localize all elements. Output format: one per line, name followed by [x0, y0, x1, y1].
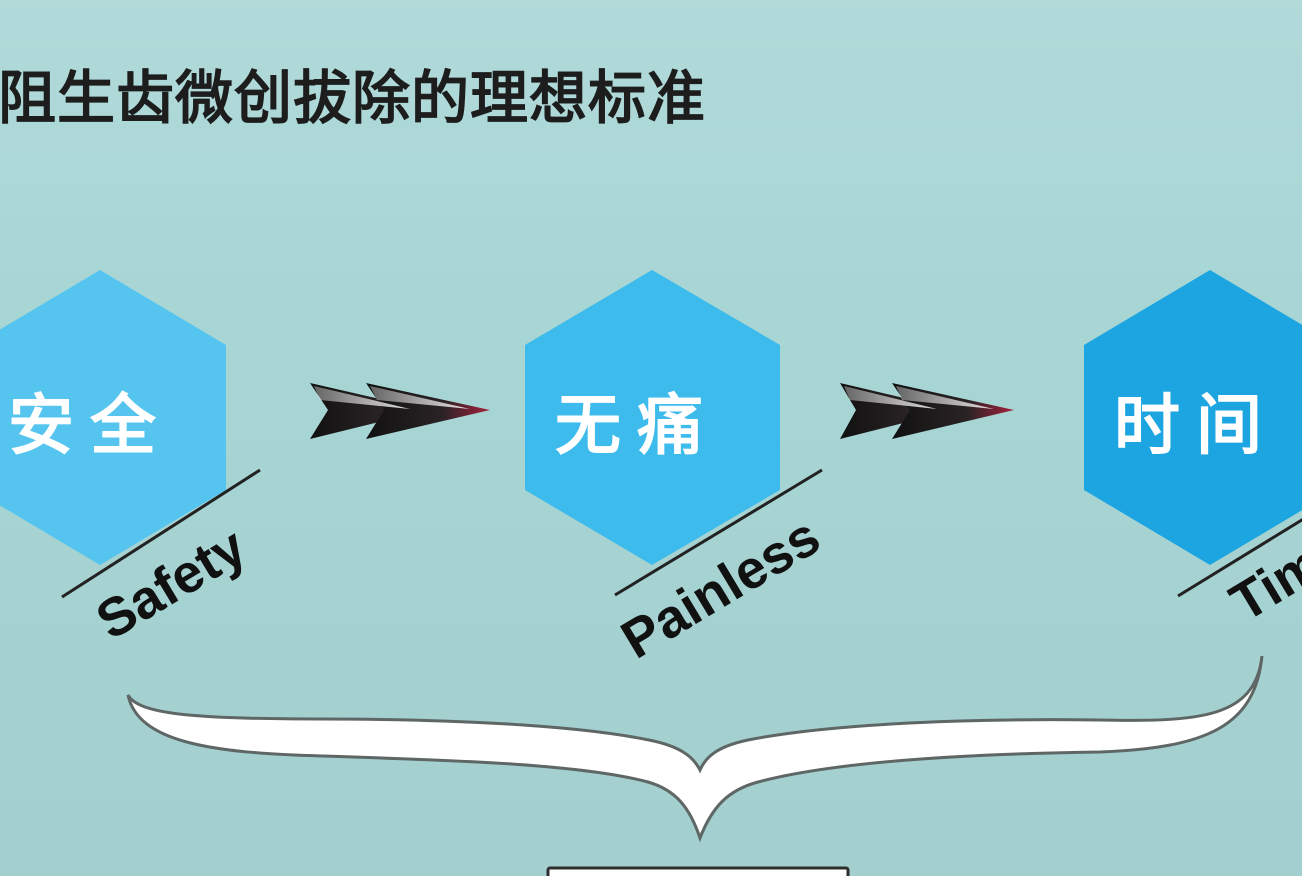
double-chevron-arrow-icon: [310, 383, 490, 439]
safety-hexagon: [0, 270, 226, 565]
time-connector-line: [1177, 518, 1302, 598]
painless-connector-line: [614, 468, 823, 597]
safety-connector-line: [61, 468, 261, 599]
bottom-box-edge: [546, 866, 850, 876]
painless-hexagon: [525, 270, 780, 565]
time-chinese-label: 时间: [1114, 387, 1278, 464]
safety-chinese-label: 安全: [8, 387, 172, 464]
page-title: 阻生齿微创拔除的理想标准: [0, 64, 707, 132]
double-chevron-arrow-icon: [840, 383, 1014, 439]
painless-chinese-label: 无痛: [555, 387, 719, 464]
curly-brace-icon: [126, 655, 1264, 843]
time-hexagon: [1084, 270, 1302, 565]
